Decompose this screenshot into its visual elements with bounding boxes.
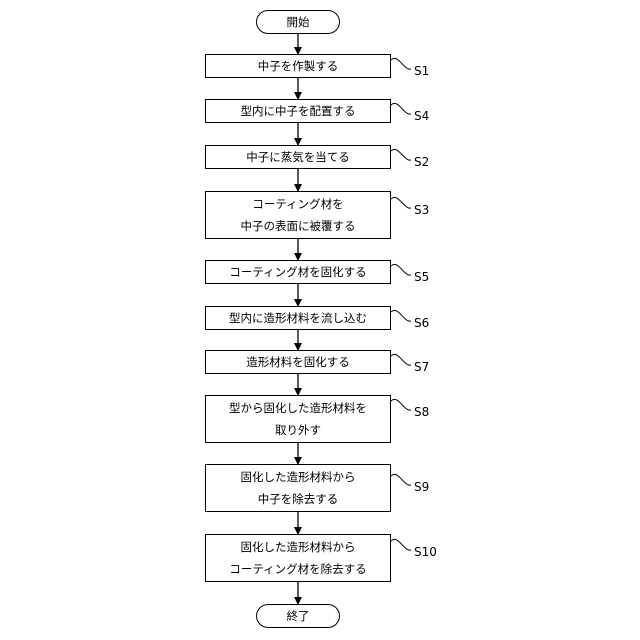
step-leader-line (391, 310, 411, 321)
step-leader-line (391, 58, 411, 69)
step-leader-line (391, 474, 411, 485)
step-box-s7: 造形材料を固化する (205, 350, 391, 374)
step-label-s7: S7 (414, 360, 429, 374)
step-label-s9: S9 (414, 480, 429, 494)
step-leader-line (391, 149, 411, 160)
step-text: 固化した造形材料から (241, 466, 356, 488)
step-text: 型から固化した造形材料を (229, 397, 367, 419)
step-text: 中子を除去する (258, 488, 339, 510)
step-leader-line (391, 197, 411, 208)
step-box-s3: コーティング材を 中子の表面に被覆する (205, 191, 391, 239)
step-text: 中子の表面に被覆する (241, 215, 356, 237)
end-label: 終了 (287, 608, 310, 624)
step-leader-line (391, 354, 411, 365)
step-box-s8: 型から固化した造形材料を 取り外す (205, 395, 391, 443)
step-box-s9: 固化した造形材料から 中子を除去する (205, 464, 391, 512)
step-label-s3: S3 (414, 203, 429, 217)
start-terminal: 開始 (256, 10, 340, 34)
step-leader-line (391, 103, 411, 114)
step-label-s10: S10 (414, 545, 437, 559)
step-box-s5: コーティング材を固化する (205, 260, 391, 284)
step-text: コーティング材を除去する (229, 558, 366, 580)
end-terminal: 終了 (256, 604, 340, 628)
step-box-s2: 中子に蒸気を当てる (205, 145, 391, 169)
step-label-s2: S2 (414, 155, 429, 169)
step-text: コーティング材を固化する (229, 261, 366, 283)
step-text: 中子に蒸気を当てる (246, 146, 350, 168)
step-label-s6: S6 (414, 316, 429, 330)
step-text: 中子を作製する (258, 55, 339, 77)
step-text: 固化した造形材料から (241, 536, 356, 558)
step-box-s1: 中子を作製する (205, 54, 391, 78)
step-box-s10: 固化した造形材料から コーティング材を除去する (205, 534, 391, 582)
step-label-s5: S5 (414, 270, 429, 284)
step-box-s4: 型内に中子を配置する (205, 99, 391, 123)
step-text: 取り外す (275, 419, 321, 441)
step-text: 型内に造形材料を流し込む (229, 307, 367, 329)
step-leader-line (391, 264, 411, 275)
step-text: コーティング材を (252, 193, 343, 215)
start-label: 開始 (287, 14, 310, 30)
step-leader-line (391, 539, 411, 550)
step-label-s4: S4 (414, 109, 429, 123)
step-text: 型内に中子を配置する (241, 100, 356, 122)
step-text: 造形材料を固化する (246, 351, 350, 373)
step-box-s6: 型内に造形材料を流し込む (205, 306, 391, 330)
step-label-s8: S8 (414, 405, 429, 419)
step-leader-line (391, 399, 411, 410)
step-label-s1: S1 (414, 64, 429, 78)
